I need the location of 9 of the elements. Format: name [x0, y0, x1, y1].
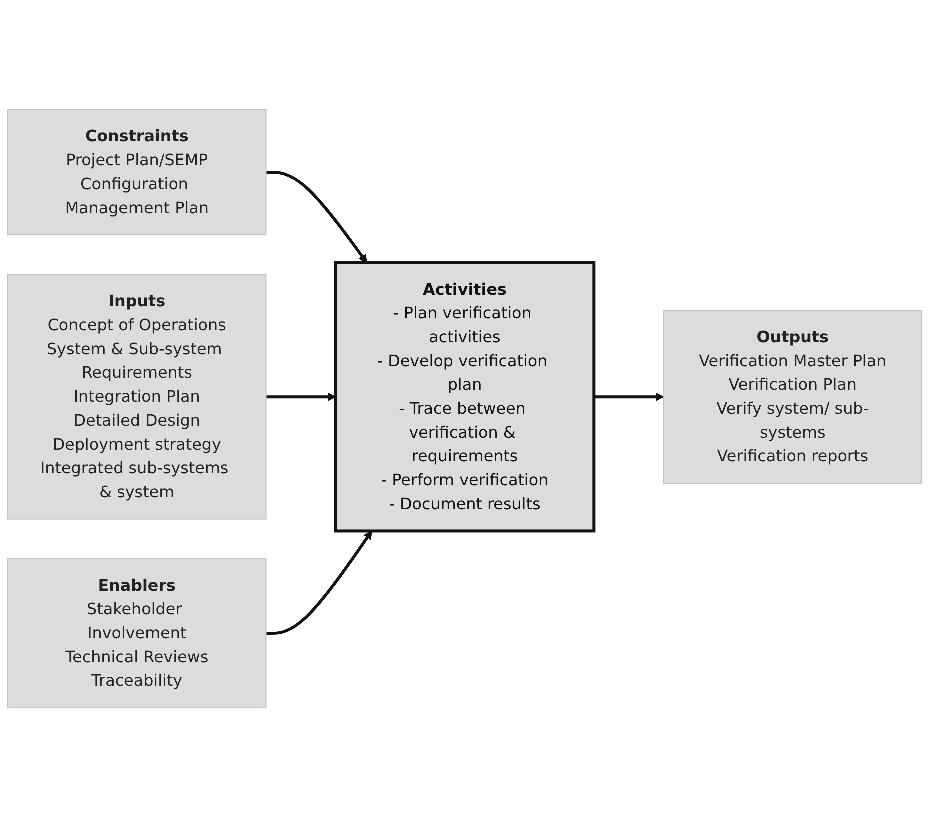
arrow	[266, 392, 336, 402]
node-box: Activities - Plan verification activities - Develop verification plan - Trace between verification & requirements - Perform verification - Document results	[334, 261, 596, 533]
node-box: Constraints Project Plan/SEMP Configuration Management Plan	[7, 109, 267, 236]
node-box: Inputs Concept of Operations System & Sub-system Requirements Integration Plan Detailed Design Deployment strategy Integrated sub-systems & system	[7, 274, 267, 520]
arrow	[594, 392, 664, 402]
node-box: Outputs Verification Master Plan Verification Plan Verify system/ sub-systems Verification reports	[663, 310, 923, 484]
node-box: Enablers Stakeholder Involvement Technical Reviews Traceability	[7, 558, 267, 709]
arrow	[266, 530, 372, 636]
arrow	[266, 171, 368, 264]
